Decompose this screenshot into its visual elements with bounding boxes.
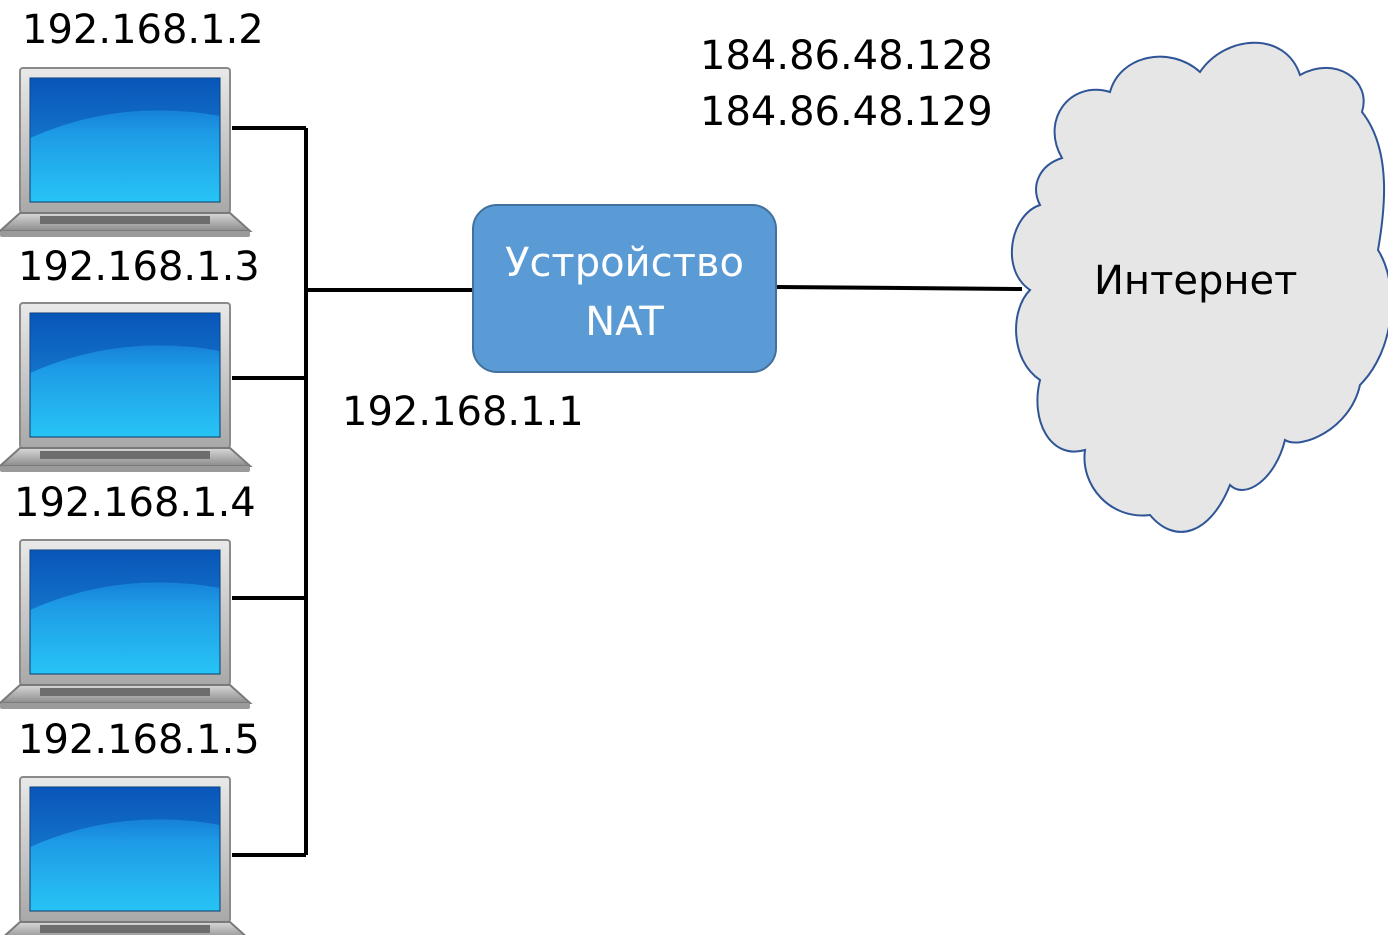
nat-wan-ip: 184.86.48.129 bbox=[700, 89, 993, 135]
nat-device-box bbox=[472, 204, 777, 373]
laptop-ip-label: 192.168.1.2 bbox=[22, 7, 264, 53]
internet-cloud-icon bbox=[1010, 41, 1388, 533]
laptop-icon bbox=[0, 539, 251, 710]
laptop-ip-label: 192.168.1.4 bbox=[14, 480, 256, 526]
wires bbox=[232, 126, 1023, 857]
nat-label-line1: Устройство bbox=[505, 240, 744, 286]
nat-lan-ip: 192.168.1.1 bbox=[342, 389, 584, 435]
laptop-icon bbox=[0, 67, 251, 238]
laptop-ip-label: 192.168.1.5 bbox=[18, 717, 260, 763]
laptop-icon bbox=[0, 302, 251, 473]
laptop-ip-label: 192.168.1.3 bbox=[18, 244, 260, 290]
nat-label-line2: NAT bbox=[585, 299, 664, 345]
nat-wan-ip: 184.86.48.128 bbox=[700, 33, 993, 79]
internet-label: Интернет bbox=[1094, 258, 1298, 304]
wire-nat-to-internet bbox=[775, 285, 1023, 291]
laptop-icon bbox=[0, 776, 251, 935]
